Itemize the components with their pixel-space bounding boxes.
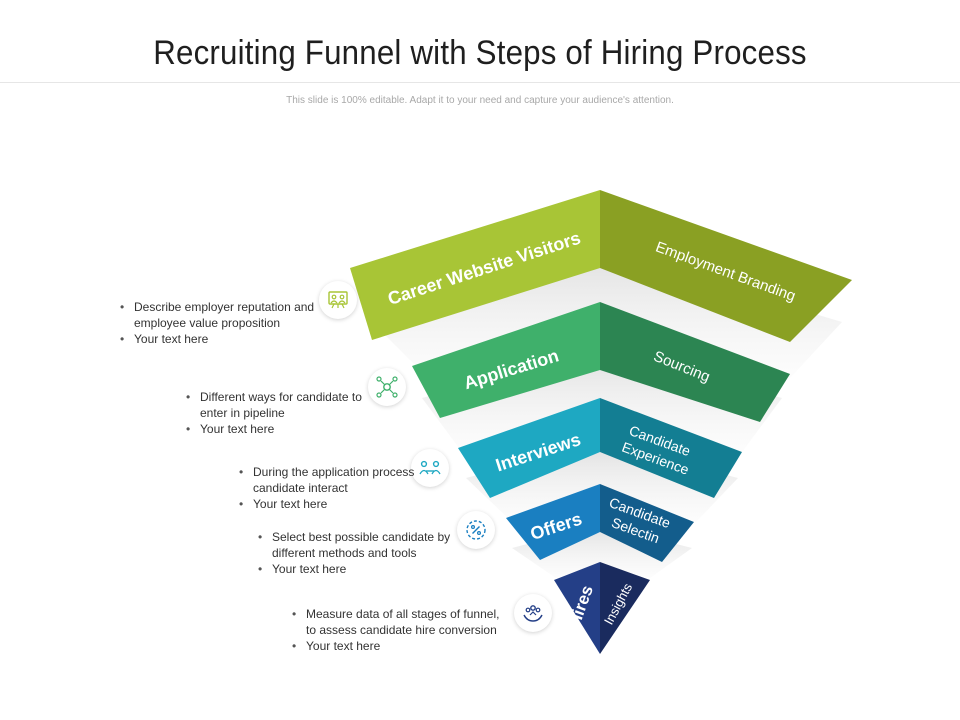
stage-3-description: During the application process candidate… — [239, 464, 419, 512]
stage-2-icon-badge — [368, 368, 406, 406]
stage-4-description-item: Your text here — [258, 561, 454, 577]
stage-4-description-item: Select best possible candidate by differ… — [258, 529, 454, 561]
stage-4-left-band[interactable] — [506, 484, 600, 560]
interview-icon — [419, 460, 441, 475]
stage-3-right-band[interactable] — [600, 398, 742, 498]
team-board-icon — [328, 291, 348, 309]
stage-2-left-band[interactable] — [412, 302, 600, 418]
stage-5-description: Measure data of all stages of funnel, to… — [292, 606, 508, 654]
stage-2-right-band[interactable] — [600, 302, 790, 422]
stage-5-description-item: Your text here — [292, 638, 508, 654]
stage-5-right-band[interactable] — [600, 562, 650, 654]
stage-1-right-band[interactable] — [600, 190, 852, 342]
stage-1-description-item: Your text here — [120, 331, 320, 347]
stage-1-description: Describe employer reputation and employe… — [120, 299, 320, 347]
stage-2-description-item: Different ways for candidate to enter in… — [186, 389, 366, 421]
stage-3-left-band[interactable] — [458, 398, 600, 498]
hands-people-icon — [523, 605, 543, 622]
stage-2-description-item: Your text here — [186, 421, 366, 437]
funnel-shadow-1 — [372, 250, 842, 378]
page-title: Recruiting Funnel with Steps of Hiring P… — [153, 34, 807, 72]
page-subtitle: This slide is 100% editable. Adapt it to… — [286, 95, 674, 106]
stage-3-description-item: Your text here — [239, 496, 419, 512]
stage-4-description: Select best possible candidate by differ… — [258, 529, 454, 577]
stage-1-description-item: Describe employer reputation and employe… — [120, 299, 320, 331]
stage-5-description-item: Measure data of all stages of funnel, to… — [292, 606, 508, 638]
stage-1-icon-badge — [319, 281, 357, 319]
title-divider — [0, 82, 960, 83]
stage-5-left-band[interactable] — [554, 562, 600, 654]
stage-5-icon-badge — [514, 594, 552, 632]
stage-2-description: Different ways for candidate to enter in… — [186, 389, 366, 437]
stage-3-description-item: During the application process candidate… — [239, 464, 419, 496]
stage-1-left-band[interactable] — [350, 190, 600, 340]
percent-badge-icon — [466, 520, 486, 540]
stage-4-icon-badge — [457, 511, 495, 549]
network-people-icon — [376, 376, 398, 398]
stage-4-right-band[interactable] — [600, 484, 694, 562]
